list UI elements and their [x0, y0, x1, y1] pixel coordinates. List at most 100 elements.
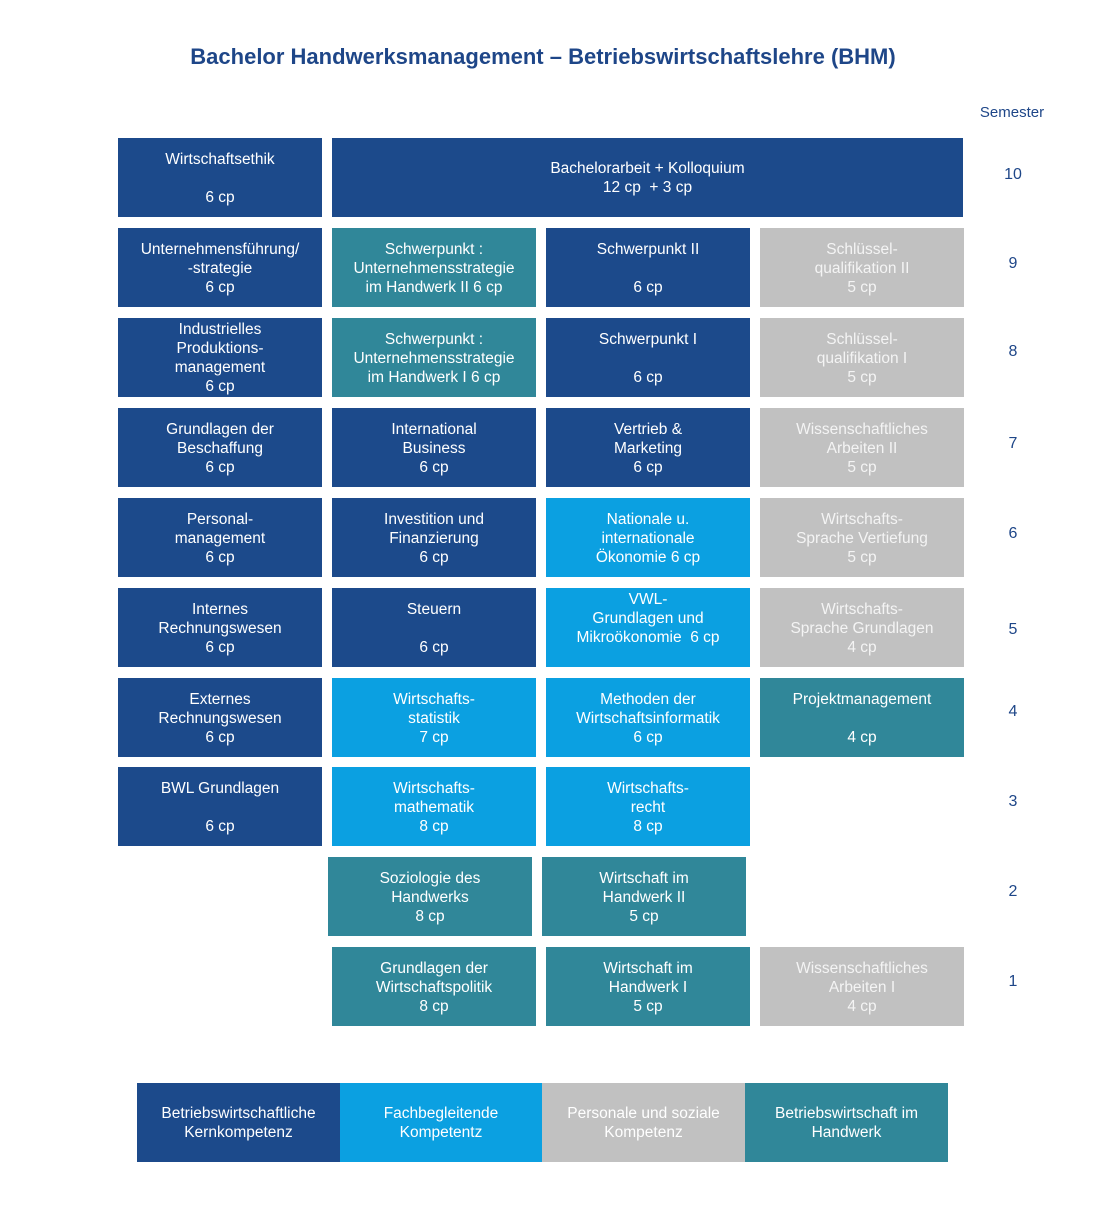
semester-number-4: 4	[1008, 703, 1018, 720]
module-text-line: management	[174, 530, 266, 547]
module-text-line: Produktions-	[176, 340, 264, 357]
module-text-line: im Handwerk I 6 cp	[367, 369, 501, 386]
module-text-line: 4 cp	[847, 639, 877, 656]
module-text-line: internationale	[601, 530, 695, 547]
module-wirtschaft-hw-2: Wirtschaft im Handwerk II 5 cp	[542, 857, 746, 936]
module-text-line: Kompetentz	[399, 1123, 483, 1141]
module-text-line: 6 cp	[205, 639, 235, 656]
module-text-line: Wirtschafts-	[393, 780, 475, 797]
module-text-line: 4 cp	[847, 729, 877, 746]
module-text-line: Finanzierung	[389, 530, 479, 547]
module-schwerpunkt-2: Schwerpunkt II 6 cp	[546, 228, 750, 307]
module-text-line: Betriebswirtschaftliche	[161, 1104, 316, 1122]
module-text-line: Projektmanagement	[792, 691, 932, 708]
module-text-line: 5 cp	[629, 908, 659, 925]
module-bachelorarbeit: Bachelorarbeit + Kolloquium 12 cp + 3 cp	[332, 138, 963, 217]
module-text-line: 6 cp	[419, 639, 449, 656]
module-text-line: mathematik	[393, 799, 475, 816]
module-vertrieb: Vertrieb & Marketing 6 cp	[546, 408, 750, 487]
module-projektmanagement: Projektmanagement 4 cp	[760, 678, 964, 757]
module-text-line: Nationale u.	[606, 511, 690, 528]
module-text-line: Schlüssel-	[826, 241, 898, 258]
module-text-line: 5 cp	[847, 279, 877, 296]
module-text-line: Rechnungswesen	[158, 620, 282, 637]
module-text-line: 6 cp	[205, 729, 235, 746]
module-text-line: 5 cp	[847, 459, 877, 476]
module-text-line: Wirtschaftspolitik	[375, 979, 493, 996]
module-text-line: Bachelorarbeit + Kolloquium	[550, 160, 745, 177]
semester-number-2: 2	[1008, 883, 1018, 900]
module-text-line: Unternehmensführung/	[140, 241, 300, 258]
module-text-line: 12 cp + 3 cp	[602, 179, 693, 196]
module-text-line: Personale und soziale	[567, 1104, 720, 1122]
module-text-line: -strategie	[187, 260, 253, 277]
module-text-line: Vertrieb &	[613, 421, 683, 438]
module-text-line: Handwerks	[391, 889, 469, 906]
module-text-line: 6 cp	[633, 279, 663, 296]
module-text-line: Grundlagen der	[166, 421, 274, 438]
module-text-line: Fachbegleitende	[383, 1104, 499, 1122]
module-text-line: Sprache Vertiefung	[796, 530, 928, 547]
semester-number-1: 1	[1008, 973, 1018, 990]
module-text-line: Wissenschaftliches	[796, 960, 928, 977]
module-text-line: Schwerpunkt I	[598, 331, 698, 348]
page-title: Bachelor Handwerksmanagement – Betriebsw…	[190, 44, 896, 69]
module-text-line: Beschaffung	[177, 440, 263, 457]
module-sprache-grundlagen: Wirtschafts- Sprache Grundlagen 4 cp	[760, 588, 964, 667]
module-text-line: Rechnungswesen	[158, 710, 282, 727]
module-text-line: 6 cp	[205, 189, 235, 206]
module-text-line: 6 cp	[419, 549, 449, 566]
semester-number-6: 6	[1008, 525, 1018, 542]
module-text-line: International	[391, 421, 477, 438]
module-text-line: Schwerpunkt II	[596, 241, 700, 258]
module-text-line: im Handwerk II 6 cp	[365, 279, 503, 296]
semester-number-9: 9	[1008, 255, 1018, 272]
module-text-line: Arbeiten II	[826, 440, 898, 457]
module-text-line: Mikroökonomie 6 cp	[576, 629, 720, 646]
module-text-line: 6 cp	[205, 549, 235, 566]
module-text-line: management	[174, 359, 266, 376]
module-text-line: Unternehmensstrategie	[353, 260, 515, 277]
module-text-line: Wirtschafts-	[821, 601, 903, 618]
module-text-line: Handwerk	[811, 1123, 882, 1141]
module-text-line: Unternehmensstrategie	[353, 350, 515, 367]
semester-number-7: 7	[1008, 435, 1018, 452]
module-text-line: Sprache Grundlagen	[790, 620, 934, 637]
module-text-line: 4 cp	[847, 998, 877, 1015]
module-text-line: Personal-	[186, 511, 254, 528]
module-text-line: Marketing	[613, 440, 683, 457]
module-text-line: 5 cp	[847, 549, 877, 566]
module-text-line: 6 cp	[633, 459, 663, 476]
module-text-line: Wirtschaft im	[599, 870, 689, 887]
module-text-line: Industrielles	[178, 321, 262, 338]
module-text-line: Handwerk II	[602, 889, 686, 906]
semester-number-5: 5	[1008, 621, 1018, 638]
module-text-line: Kernkompetenz	[184, 1123, 293, 1141]
module-text-line: VWL-	[628, 591, 668, 608]
module-text-line: 6 cp	[419, 459, 449, 476]
module-text-line: Ökonomie 6 cp	[595, 549, 701, 566]
